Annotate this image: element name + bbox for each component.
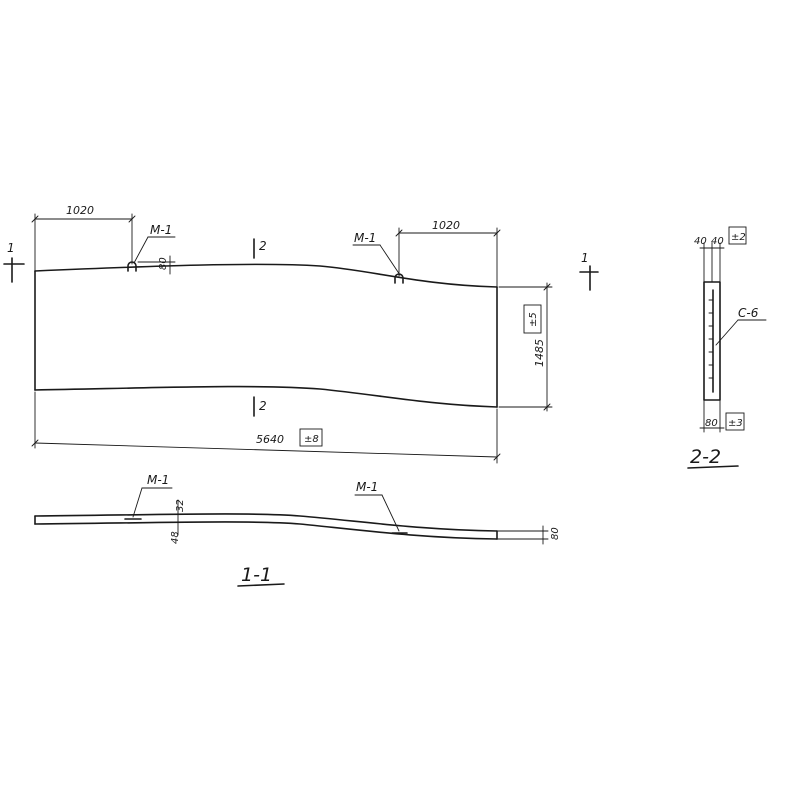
embed-right-label: M-1 [354, 231, 376, 245]
section-1-1-bottom-edge [34, 521, 498, 540]
cut-mark-1-left: 1 [3, 241, 25, 283]
cut-1-right-label: 1 [581, 251, 589, 265]
dim-height-tol: ±5 [528, 312, 539, 327]
dim-left-offset: 1020 [31, 204, 136, 272]
dim-length: 5640 ±8 [31, 391, 501, 464]
embed-leader-right: M-1 [352, 231, 401, 276]
dim-length-label: 5640 [256, 433, 284, 446]
dim-80-bottom-label: 80 [705, 418, 718, 429]
section-1-1-view: M-1 M-1 32 48 80 1-1 [34, 473, 561, 587]
panel-top-edge [34, 263, 498, 288]
dim-tol-bottom: ±3 [728, 418, 743, 429]
dim-height-tol-box [523, 304, 542, 334]
section-2-2-view: 40 40 ±2 C-6 80 ±3 2-2 [687, 226, 767, 469]
cut-1-left-label: 1 [7, 241, 15, 255]
rebar-label: C-6 [738, 306, 759, 320]
cut-mark-2-bottom: 2 [253, 396, 267, 417]
cut-mark-2-top: 2 [253, 238, 267, 259]
dim-48-label: 48 [170, 531, 181, 544]
dim-length-tol: ±8 [304, 434, 319, 445]
cut-mark-1-right: 1 [579, 251, 599, 291]
cut-2-bottom-label: 2 [259, 399, 267, 413]
dim-tol-bottom-box [725, 412, 745, 431]
dim-40a-label: 40 [694, 236, 707, 247]
embed-left-label: M-1 [150, 223, 172, 237]
panel-plan-view [34, 261, 498, 408]
dim-length-tol-box [299, 428, 323, 447]
section-1-1-title-underline [237, 583, 285, 587]
dim-lug-label: 80 [158, 257, 169, 270]
section-1-1-title: 1-1 [241, 564, 272, 586]
dim-40b-label: 40 [711, 236, 724, 247]
section-embed-right-label: M-1 [356, 480, 378, 494]
dim-height: 1485 ±5 [498, 282, 553, 412]
dim-height-label: 1485 [533, 339, 546, 367]
section-2-2-title-underline [687, 465, 739, 469]
dim-right-offset: 1020 [395, 219, 501, 288]
section-embed-left-label: M-1 [147, 473, 169, 487]
section-1-1-top-edge [34, 513, 498, 532]
cut-2-top-label: 2 [259, 239, 267, 253]
dim-right-offset-label: 1020 [432, 219, 460, 232]
section-2-2-title: 2-2 [690, 446, 721, 468]
dim-32-label: 32 [175, 499, 186, 512]
dim-left-offset-label: 1020 [66, 204, 94, 217]
dim-tol-top: ±2 [731, 232, 746, 243]
dim-tol-top-box [728, 226, 747, 245]
panel-bottom-edge [34, 385, 498, 408]
embed-leader-left: M-1 [133, 223, 176, 264]
dim-80-label: 80 [550, 527, 561, 540]
dim-lug: 80 [137, 255, 176, 275]
